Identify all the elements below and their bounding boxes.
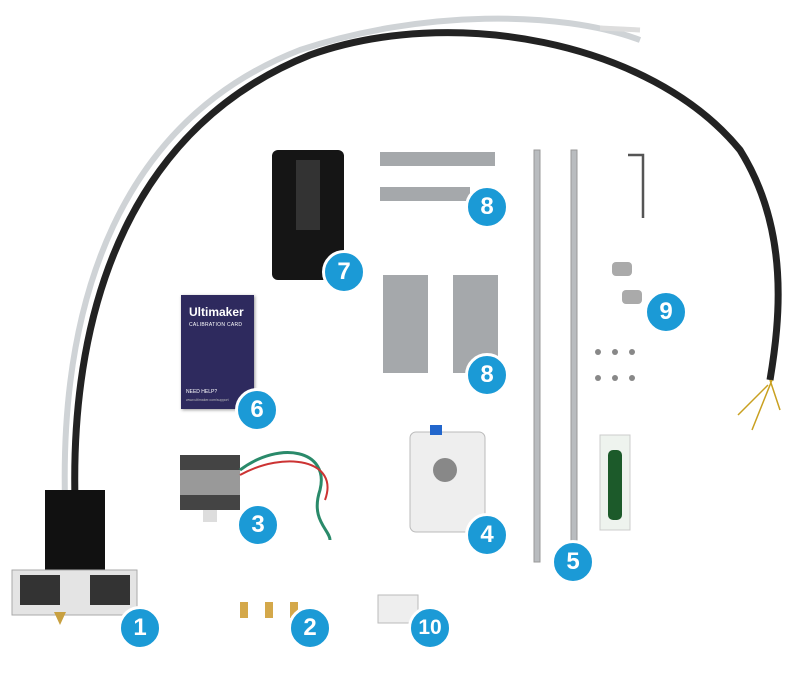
springs xyxy=(612,262,642,304)
feeder xyxy=(409,425,486,533)
callout-badge: 3 xyxy=(236,503,280,547)
callout-badge: 5 xyxy=(551,540,595,584)
callout-badge: 8 xyxy=(465,185,509,229)
card-title: CALIBRATION CARD xyxy=(189,322,243,328)
callout-badge: 6 xyxy=(235,388,279,432)
callout-badge: 7 xyxy=(322,250,366,294)
callout-badge: 1 xyxy=(118,606,162,650)
screws xyxy=(595,349,635,381)
spool-holder xyxy=(272,150,344,280)
callout-badge: 10 xyxy=(408,606,452,650)
callout-badge: 2 xyxy=(288,606,332,650)
grease-tube xyxy=(599,434,631,531)
glass-clamps xyxy=(380,152,498,373)
callout-badge: 8 xyxy=(465,353,509,397)
print-head xyxy=(11,490,138,625)
callout-badge: 9 xyxy=(644,290,688,334)
cable-sleeve xyxy=(71,29,782,501)
card-url: www.ultimaker.com/support xyxy=(186,398,229,402)
callout-badge: 4 xyxy=(465,513,509,557)
axles xyxy=(533,149,578,563)
calibration-card: Ultimaker CALIBRATION CARD NEED HELP? ww… xyxy=(181,295,254,409)
card-brand: Ultimaker xyxy=(189,305,244,319)
bowden-tube xyxy=(61,15,642,501)
card-help: NEED HELP? xyxy=(186,389,218,395)
cable-wires xyxy=(737,379,781,431)
stepper-motor xyxy=(180,451,332,541)
hex-key xyxy=(628,153,645,218)
nozzles xyxy=(240,602,298,618)
